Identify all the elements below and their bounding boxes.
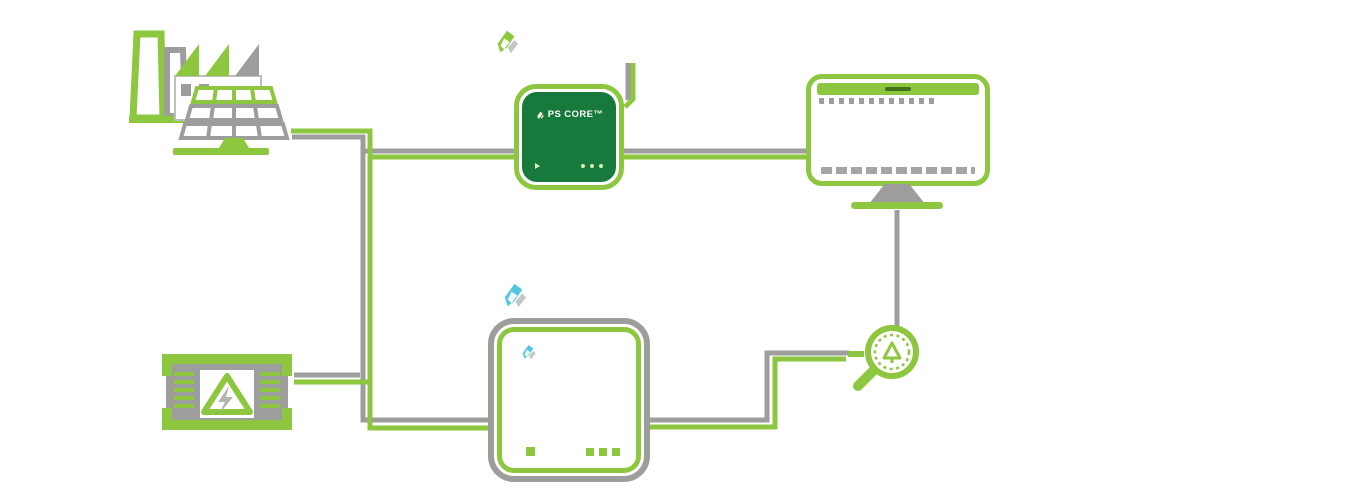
magnifier-seal-ring xyxy=(873,333,911,371)
connector-green-antenna xyxy=(623,63,636,109)
factory-roof-peak-3 xyxy=(235,44,259,76)
monitor xyxy=(806,74,990,186)
ps-core-device: PS CORE™ xyxy=(514,84,624,190)
monitor-stand xyxy=(869,184,925,204)
warning-triangle-icon xyxy=(201,373,253,415)
factory-window-1 xyxy=(181,84,191,96)
solar-panel xyxy=(173,86,290,155)
factory-chimney-green xyxy=(129,30,167,122)
connector-green-inverter-to-magnifier xyxy=(650,356,846,430)
lightning-bolt-icon xyxy=(218,386,233,414)
magnifier-lens xyxy=(865,325,919,379)
inverter-indicator-square xyxy=(526,447,535,456)
connector-green-trunk xyxy=(291,128,490,431)
ps-core-indicator-arrow-icon xyxy=(535,163,540,169)
solar-base xyxy=(173,148,269,155)
ps-core-mini-logo-icon xyxy=(535,110,545,120)
magnifier-seal-icon xyxy=(848,325,919,391)
factory-roof-peak-1 xyxy=(175,44,199,76)
connector-shadow-gray xyxy=(292,63,900,423)
factory-icon xyxy=(129,30,290,155)
blue-swoosh-logo xyxy=(497,279,530,310)
inverter-blue-logo-icon xyxy=(518,342,538,361)
magnifier-handle xyxy=(853,366,878,391)
magnifier-seal-glyph xyxy=(882,341,902,360)
inverter-indicator-squares xyxy=(586,448,620,456)
ps-core-led-dots xyxy=(581,164,603,168)
monitor-stand-base xyxy=(851,202,943,209)
monitor-toolbar-micro-icons xyxy=(819,98,936,104)
generator-icon xyxy=(162,354,292,430)
inverter-face xyxy=(497,327,641,473)
generator-right-vents xyxy=(260,372,280,408)
inverter-device xyxy=(488,318,650,482)
ps-core-label: PS CORE™ xyxy=(547,109,604,120)
generator-left-vents xyxy=(174,372,194,408)
green-swoosh-logo xyxy=(491,26,521,56)
solar-pole xyxy=(219,138,249,148)
monitor-titlebar xyxy=(817,83,979,95)
ps-core-face: PS CORE™ xyxy=(522,92,616,182)
generator-top-rail xyxy=(162,354,292,376)
ps-core-label-row: PS CORE™ xyxy=(522,109,616,120)
connector-main-green xyxy=(291,63,846,431)
factory-roof-peak-2 xyxy=(205,44,229,76)
connector-gray-trunk xyxy=(292,134,490,423)
monitor-statusbar-microtext xyxy=(821,167,975,174)
monitor-titlebar-microtext xyxy=(885,87,911,91)
factory-baseline xyxy=(129,116,193,123)
magnifier-left-stub xyxy=(848,351,864,357)
connector-gray-inverter-to-magnifier xyxy=(650,350,849,423)
generator-bottom-rail xyxy=(162,408,292,430)
